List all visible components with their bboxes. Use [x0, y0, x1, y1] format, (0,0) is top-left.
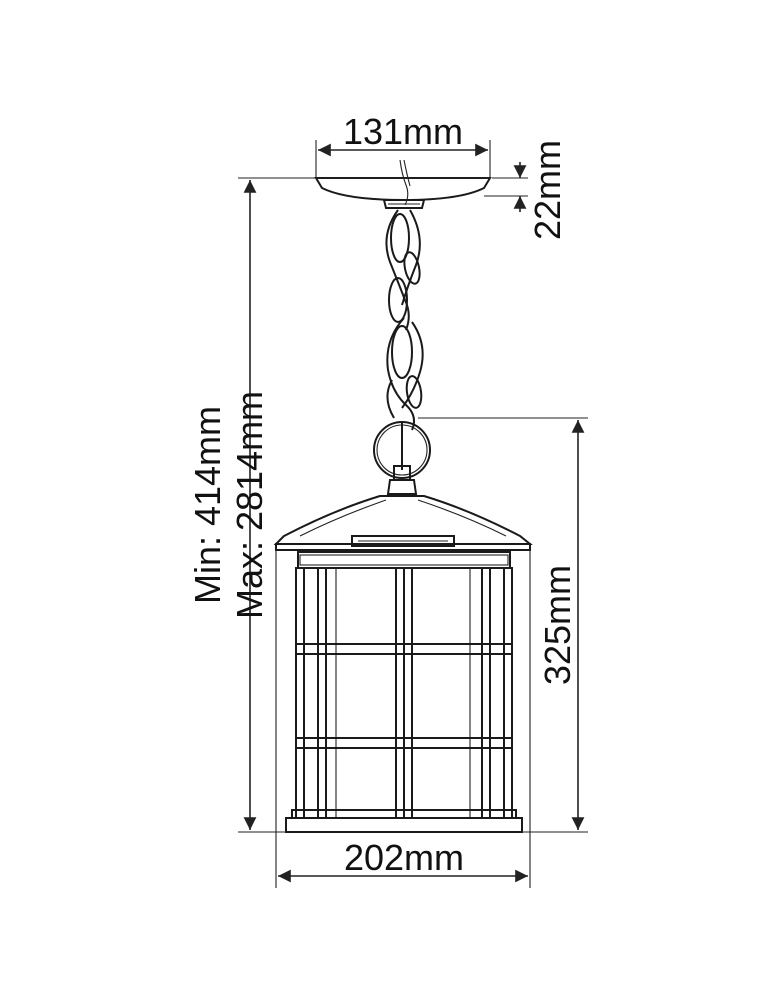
overall-max-label: Max: 2814mm: [229, 391, 270, 619]
overall-height-dimension: Min: 414mm Max: 2814mm: [187, 177, 316, 833]
canopy-height-dimension: 22mm: [484, 140, 568, 240]
lantern-width-label: 202mm: [344, 837, 464, 878]
lantern-height-dimension: 325mm: [418, 417, 588, 833]
lantern-width-dimension: 202mm: [275, 550, 531, 888]
lantern-height-label: 325mm: [537, 565, 578, 685]
lantern-body: [285, 551, 523, 833]
canopy-width-label: 131mm: [343, 111, 463, 152]
lantern-roof: [273, 495, 533, 551]
canopy-height-label: 22mm: [527, 140, 568, 240]
suspension-chain: [385, 159, 424, 431]
ceiling-canopy: [314, 177, 492, 209]
overall-min-label: Min: 414mm: [187, 406, 228, 604]
suspension-ring: [373, 421, 431, 495]
canopy-width-dimension: 131mm: [315, 111, 491, 178]
